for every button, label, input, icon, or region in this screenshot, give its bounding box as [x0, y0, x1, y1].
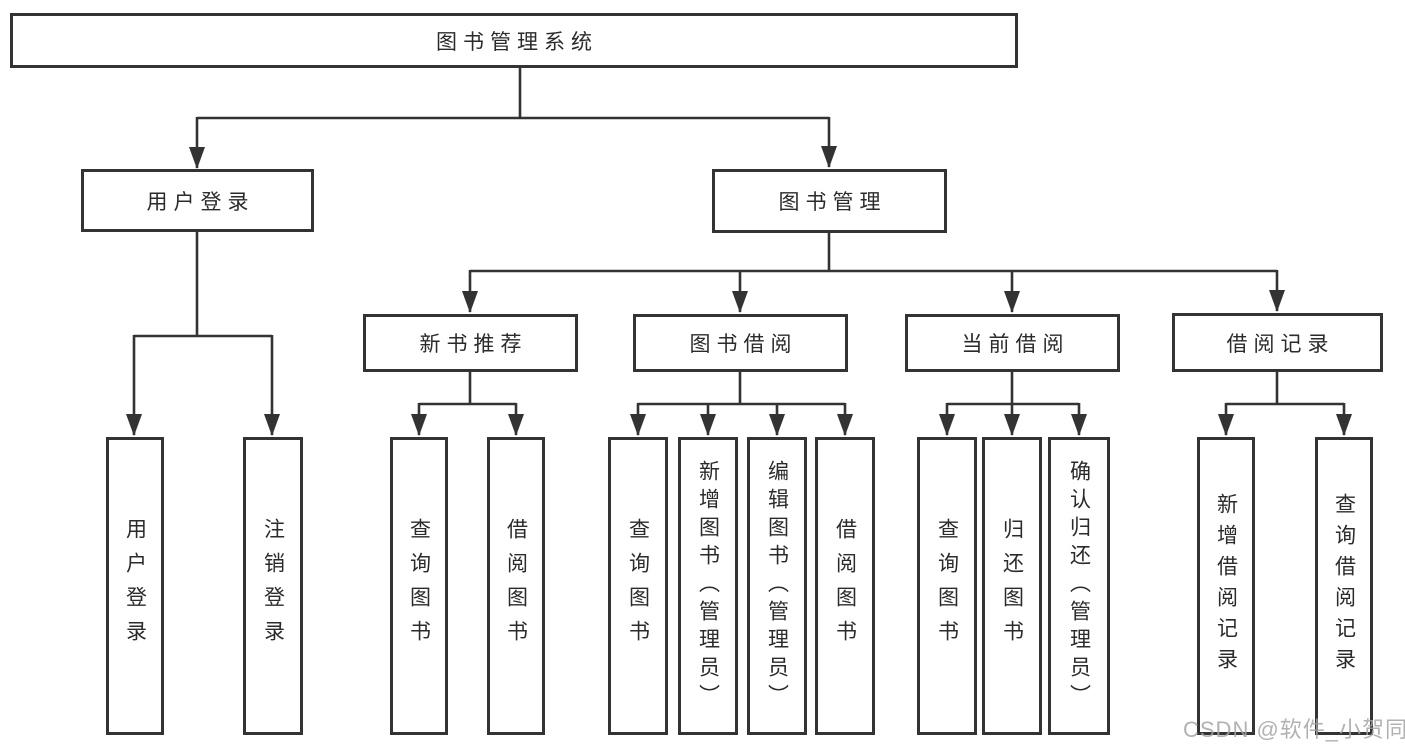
- leaf-query-books-borrow: 查询图书: [608, 437, 668, 735]
- connector-user-login-to-leaves: [126, 230, 280, 436]
- node-borrow-records: 借阅记录: [1172, 313, 1383, 372]
- leaf-query-books-current: 查询图书: [917, 437, 977, 735]
- node-root-book-management-system: 图书管理系统: [10, 13, 1018, 68]
- leaf-confirm-return-admin: 确认归还（管理员）: [1048, 437, 1110, 735]
- node-current-borrow: 当前借阅: [905, 314, 1120, 372]
- connector-current-borrow-to-leaves: [939, 371, 1087, 436]
- connector-book-management-to-groups: [462, 231, 1285, 313]
- leaf-return-books: 归还图书: [982, 437, 1042, 735]
- connector-new-book-recommend-to-leaves: [411, 371, 524, 436]
- leaf-query-books-recommend: 查询图书: [390, 437, 448, 735]
- csdn-watermark: CSDN @软件_小贺同学: [1183, 717, 1405, 742]
- connector-book-borrow-to-leaves: [630, 371, 853, 436]
- node-user-login: 用户登录: [81, 169, 314, 232]
- node-book-management: 图书管理: [712, 169, 947, 233]
- node-book-borrow: 图书借阅: [633, 314, 848, 372]
- connector-borrow-records-to-leaves: [1218, 370, 1352, 436]
- leaf-add-borrow-record: 新增借阅记录: [1197, 437, 1255, 735]
- leaf-edit-books-admin: 编辑图书（管理员）: [747, 437, 807, 735]
- leaf-borrow-books-recommend: 借阅图书: [487, 437, 545, 735]
- leaf-query-borrow-record: 查询借阅记录: [1315, 437, 1373, 735]
- connector-root-to-level2: [189, 66, 837, 169]
- leaf-user-login: 用户登录: [106, 437, 164, 735]
- node-new-book-recommend: 新书推荐: [363, 314, 578, 372]
- leaf-add-books-admin: 新增图书（管理员）: [678, 437, 738, 735]
- leaf-logout: 注销登录: [243, 437, 303, 735]
- leaf-borrow-books: 借阅图书: [815, 437, 875, 735]
